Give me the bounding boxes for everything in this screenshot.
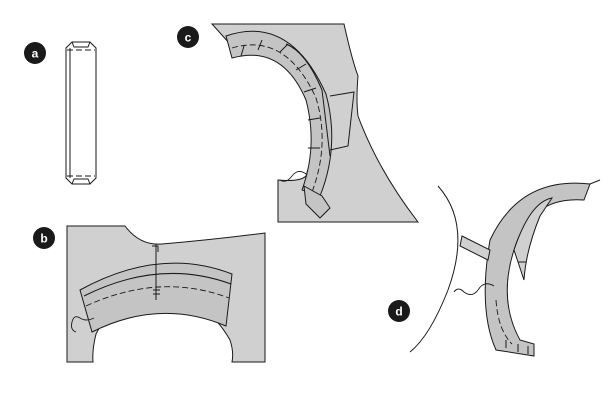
panel-b-badge: b [33,227,55,249]
neckband-b [79,244,233,333]
svg-text:c: c [185,31,192,45]
panel-a-badge: a [24,42,46,64]
panel-a: a [24,41,97,185]
panel-d-badge: d [388,300,410,322]
neckband-d [459,179,601,357]
svg-text:b: b [40,232,47,246]
panel-d: d [388,179,601,357]
thread-tail-d [453,283,495,295]
panel-c-badge: c [177,26,199,48]
svg-text:a: a [32,47,39,61]
neckband-c [225,30,355,219]
svg-text:d: d [395,305,402,319]
garment-edge-d [409,185,459,353]
thread-tail-c [279,171,307,182]
folded-band-strip [65,41,97,185]
panel-c: c [177,23,420,223]
panel-b: b [33,225,266,363]
thread-tail-b [71,316,95,333]
